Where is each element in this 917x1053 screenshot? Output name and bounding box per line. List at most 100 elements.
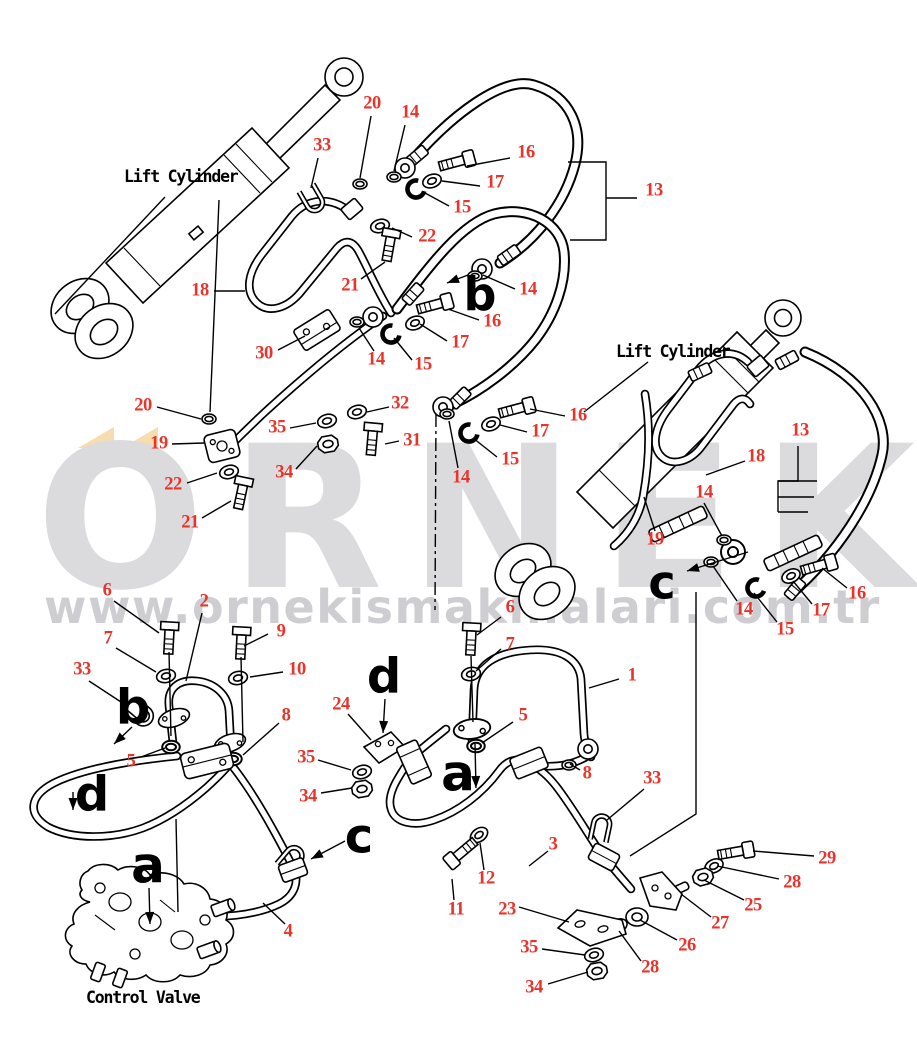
o-ring-icon — [716, 534, 732, 546]
leader-line — [156, 406, 202, 420]
hose-end-icon — [400, 281, 426, 307]
view-letter-a: a — [441, 744, 475, 803]
bolt-icon — [230, 625, 252, 661]
leader-line — [753, 592, 778, 623]
leader-line — [716, 865, 780, 880]
leader-line — [384, 440, 400, 445]
callout-10: 10 — [288, 659, 306, 680]
leader-line — [792, 580, 813, 605]
leader-line — [529, 408, 566, 417]
leader-line — [262, 902, 286, 925]
leader-line — [479, 842, 485, 871]
view-letter-a: a — [131, 836, 165, 895]
watermark-brand: ORNEK — [36, 403, 917, 634]
banjo-fitting-icon — [362, 306, 384, 328]
bolt-icon — [228, 474, 255, 512]
leader-line — [541, 948, 586, 956]
construction-line — [583, 361, 649, 413]
leader-line — [528, 850, 549, 867]
view-letter-c: c — [344, 808, 374, 865]
callout-22: 22 — [164, 474, 182, 495]
flange-icon — [202, 427, 242, 465]
construction-line — [470, 655, 474, 723]
leader-line — [752, 850, 815, 857]
hose-end-icon — [773, 349, 801, 371]
leader-line — [703, 502, 723, 537]
callout-28: 28 — [783, 872, 801, 893]
view-letter-c: c — [648, 555, 676, 610]
lift-cylinder-right — [494, 299, 802, 621]
tube-4-loop-core — [31, 753, 235, 840]
callout-5: 5 — [518, 705, 528, 726]
leader-line — [712, 565, 738, 602]
tube-18-left-core — [246, 198, 394, 316]
label-control-valve: Control Valve — [86, 988, 201, 1007]
leader-line — [391, 227, 413, 238]
leader-line — [618, 930, 642, 962]
washer-icon — [403, 312, 427, 334]
callout-17: 17 — [451, 332, 469, 353]
callout-14: 14 — [519, 279, 537, 300]
hose-13-right — [785, 346, 889, 600]
callout-8: 8 — [582, 763, 592, 784]
callout-2: 2 — [199, 591, 209, 612]
washer-icon — [420, 170, 444, 192]
callout-29: 29 — [818, 848, 836, 869]
construction-line — [209, 199, 220, 413]
leader-line — [115, 647, 157, 673]
arrowhead-icon — [471, 775, 481, 788]
nut-icon — [315, 433, 341, 455]
callout-17: 17 — [812, 600, 830, 621]
label-lift-cylinder: Lift Cylinder — [124, 167, 239, 186]
leader-line — [140, 747, 166, 758]
leader-line — [518, 906, 570, 923]
leader-line — [393, 124, 406, 172]
callout-33: 33 — [73, 659, 91, 680]
leader-line — [185, 612, 203, 682]
label-lift-cylinder: Lift Cylinder — [616, 342, 731, 361]
o-ring-icon — [352, 178, 368, 190]
callout-17: 17 — [531, 421, 549, 442]
o-ring-icon — [386, 171, 402, 183]
arrowhead-icon — [447, 274, 460, 283]
callout-23: 23 — [498, 899, 516, 920]
callout-31: 31 — [403, 430, 421, 451]
washer-icon — [154, 666, 178, 686]
construction-line — [175, 818, 179, 913]
callout-19: 19 — [150, 433, 168, 454]
arrowhead-icon — [379, 720, 389, 733]
callout-25: 25 — [744, 895, 762, 916]
leader-line — [242, 722, 280, 756]
callout-15: 15 — [501, 449, 519, 470]
callout-6: 6 — [102, 580, 112, 601]
callout-24: 24 — [332, 694, 350, 715]
o-ring-icon — [561, 759, 577, 771]
callout-13: 13 — [791, 420, 809, 441]
leader-line — [475, 648, 502, 672]
callout-16: 16 — [483, 311, 501, 332]
callout-35: 35 — [520, 937, 538, 958]
callout-13: 13 — [645, 180, 663, 201]
tube-18-left — [245, 196, 396, 318]
washer-icon — [345, 402, 369, 422]
leader-line — [481, 721, 514, 744]
arrowhead-icon — [145, 911, 155, 924]
bolt-icon — [460, 621, 482, 657]
callout-15: 15 — [414, 354, 432, 375]
washer-icon — [479, 413, 503, 435]
mount-plate-23 — [556, 909, 627, 947]
leader-line — [171, 442, 205, 445]
leader-line — [277, 335, 306, 351]
callout-34: 34 — [275, 462, 293, 483]
arrowhead-icon — [114, 732, 126, 744]
callout-33: 33 — [313, 135, 331, 156]
tube-19-right-core — [611, 391, 652, 549]
arrowhead-icon — [311, 849, 324, 859]
callout-5: 5 — [126, 751, 136, 772]
callout-14: 14 — [401, 102, 419, 123]
leader-line — [317, 759, 352, 771]
clamp-bracket-24 — [362, 730, 433, 785]
construction-line — [168, 651, 172, 737]
leader-line — [643, 496, 656, 532]
view-letter-d: d — [74, 766, 110, 823]
